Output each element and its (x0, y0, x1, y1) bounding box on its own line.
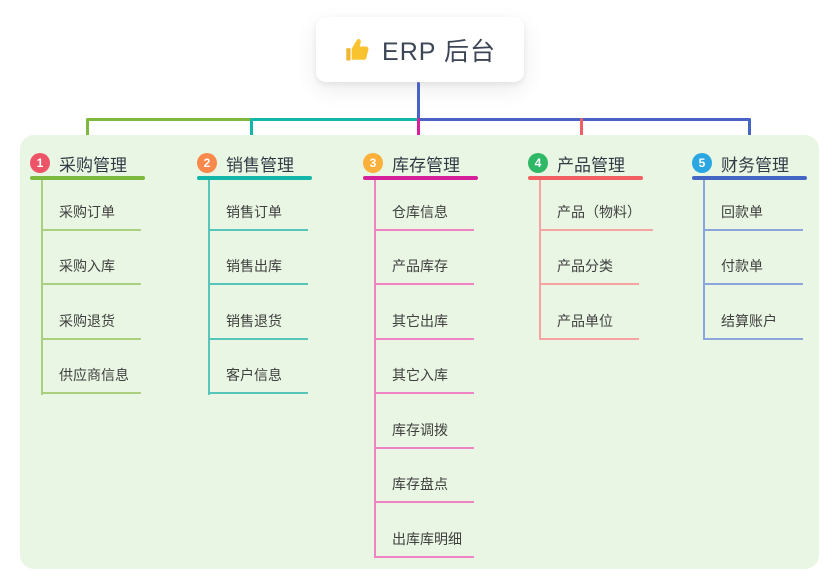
branch-item[interactable]: 库存调拨 (374, 420, 474, 449)
branch-header-5[interactable]: 5 财务管理 (692, 148, 789, 178)
branch-item[interactable]: 其它出库 (374, 311, 474, 340)
branch-item[interactable]: 出库库明细 (374, 529, 474, 558)
branch-item[interactable]: 仓库信息 (374, 202, 474, 231)
connector-drop-branch2 (250, 118, 253, 151)
branch-number-badge: 3 (363, 153, 383, 173)
branch-item[interactable]: 产品单位 (539, 311, 639, 340)
branch-number-badge: 2 (197, 153, 217, 173)
branch-stem (703, 180, 705, 340)
connector-root-drop (417, 82, 420, 119)
branch-item[interactable]: 销售出库 (208, 256, 308, 285)
branch-header-2[interactable]: 2 销售管理 (197, 148, 294, 178)
branch-title: 采购管理 (59, 155, 127, 175)
branch-underline (363, 176, 478, 180)
branch-title: 财务管理 (721, 155, 789, 175)
branch-item[interactable]: 付款单 (703, 256, 803, 285)
branch-stem (539, 180, 541, 340)
branch-item[interactable]: 回款单 (703, 202, 803, 231)
branch-item[interactable]: 客户信息 (208, 365, 308, 394)
branch-item[interactable]: 产品库存 (374, 256, 474, 285)
branch-title: 销售管理 (226, 155, 294, 175)
branch-item[interactable]: 供应商信息 (41, 365, 141, 394)
connector-drop-branch3 (417, 118, 420, 151)
connector-drop-branch4 (580, 118, 583, 151)
branch-item[interactable]: 采购入库 (41, 256, 141, 285)
branch-item[interactable]: 库存盘点 (374, 474, 474, 503)
branch-underline (692, 176, 807, 180)
branch-item[interactable]: 结算账户 (703, 311, 803, 340)
branch-item[interactable]: 销售退货 (208, 311, 308, 340)
branch-item[interactable]: 产品分类 (539, 256, 639, 285)
branch-underline (30, 176, 145, 180)
branch-item[interactable]: 产品（物料） (539, 202, 653, 231)
branch-stem (208, 180, 210, 395)
branch-number-badge: 4 (528, 153, 548, 173)
branch-stem (374, 180, 376, 558)
branch-item[interactable]: 采购订单 (41, 202, 141, 231)
branch-item[interactable]: 采购退货 (41, 311, 141, 340)
connector-drop-branch1 (86, 118, 89, 151)
branch-underline (528, 176, 643, 180)
root-node[interactable]: ERP 后台 (316, 17, 524, 82)
connector-h-branch1 (87, 118, 252, 121)
branch-number-badge: 5 (692, 153, 712, 173)
branch-header-4[interactable]: 4 产品管理 (528, 148, 625, 178)
thumbs-up-icon (344, 36, 372, 64)
branch-item[interactable]: 销售订单 (208, 202, 308, 231)
root-title: ERP 后台 (382, 37, 496, 66)
branch-header-3[interactable]: 3 库存管理 (363, 148, 460, 178)
branch-item[interactable]: 其它入库 (374, 365, 474, 394)
branch-underline (197, 176, 312, 180)
branch-title: 产品管理 (557, 155, 625, 175)
branch-number-badge: 1 (30, 153, 50, 173)
connector-drop-branch5 (748, 118, 751, 151)
connector-h-branch2 (252, 118, 419, 121)
branch-stem (41, 180, 43, 395)
branches-panel (20, 135, 819, 569)
branch-header-1[interactable]: 1 采购管理 (30, 148, 127, 178)
connector-h-branch5 (417, 118, 751, 121)
branch-title: 库存管理 (392, 155, 460, 175)
